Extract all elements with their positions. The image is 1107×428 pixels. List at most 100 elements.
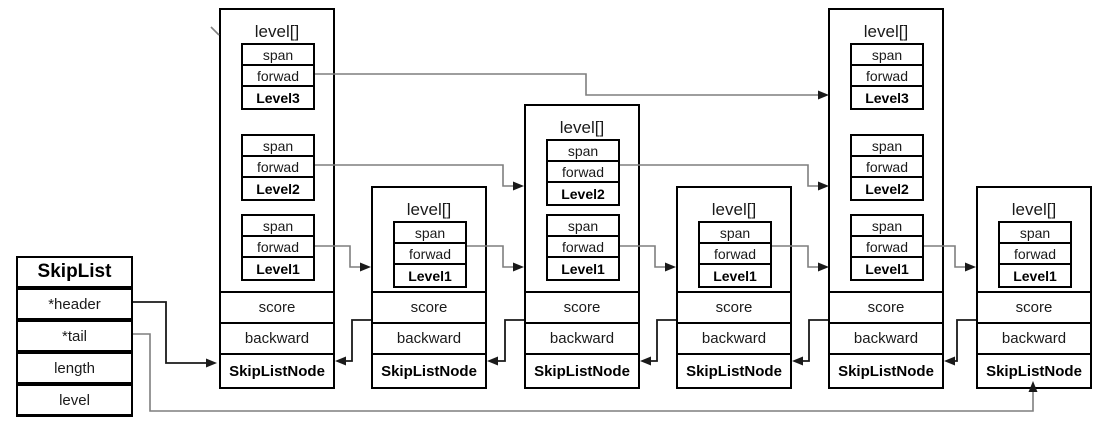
node-3-level1-name: Level1: [546, 256, 620, 281]
arrowhead-forward-level1-node3: [665, 262, 676, 272]
node-3-name: SkipListNode: [524, 353, 640, 389]
skiplist-field-tail: *tail: [16, 320, 133, 352]
node-1-level2-name: Level2: [241, 176, 315, 201]
arrowhead-forward-level1-node5: [965, 262, 976, 272]
node-4-level1-span: span: [698, 221, 772, 244]
node-5-level2-box: span forwad Level2: [850, 134, 924, 201]
node-6-level1-name: Level1: [998, 263, 1072, 288]
wire-backward-node3-node2: [498, 319, 524, 362]
arrowhead-backward-node6: [944, 356, 955, 366]
node-5-level1-box: span forwad Level1: [850, 214, 924, 281]
node-1-level3-forward: forwad: [241, 64, 315, 87]
node-4-level1-box: span forwad Level1: [698, 221, 772, 288]
node-5-level1-forward: forwad: [850, 235, 924, 258]
node-3-level2-name: Level2: [546, 181, 620, 206]
node-6-level1-span: span: [998, 221, 1072, 244]
node-6-level1-forward: forwad: [998, 242, 1072, 265]
node-6-backward: backward: [976, 322, 1092, 355]
skiplist-field-header: *header: [16, 288, 133, 320]
skiplist-struct-title: SkipList: [16, 256, 133, 288]
node-3-level1-forward: forwad: [546, 235, 620, 258]
node-5-level3-name: Level3: [850, 85, 924, 110]
wire-backward-node6-node5: [955, 319, 976, 362]
node-4-level1-forward: forwad: [698, 242, 772, 265]
node-4: level[] span forwad Level1 score backwar…: [676, 186, 792, 389]
node-2-name: SkipListNode: [371, 353, 487, 389]
wire-forward-level2-node3-node5: [620, 164, 818, 187]
arrowhead-forward-level1-node2: [513, 262, 524, 272]
node-5-level2-name: Level2: [850, 176, 924, 201]
node-5-score: score: [828, 291, 944, 324]
node-4-backward: backward: [676, 322, 792, 355]
node-5-level1-name: Level1: [850, 256, 924, 281]
wire-backward-node2-node1: [346, 319, 371, 362]
arrowhead-forward-level1-node1: [360, 262, 371, 272]
node-5-level2-span: span: [850, 134, 924, 157]
node-5-level3-box: span forwad Level3: [850, 43, 924, 110]
node-5-level1-span: span: [850, 214, 924, 237]
wire-backward-node5-node4: [803, 319, 828, 362]
node-1-level1-name: Level1: [241, 256, 315, 281]
node-2-level1-span: span: [393, 221, 467, 244]
node-3: level[] span forwad Level2 span forwad L…: [524, 104, 640, 389]
node-4-score: score: [676, 291, 792, 324]
node-3-level1-span: span: [546, 214, 620, 237]
arrowhead-forward-level2-node1: [513, 181, 524, 191]
skiplist-field-length: length: [16, 352, 133, 384]
node-1-level2-span: span: [241, 134, 315, 157]
node-3-level1-box: span forwad Level1: [546, 214, 620, 281]
node-4-name: SkipListNode: [676, 353, 792, 389]
node-5-level-array-label: level[]: [863, 22, 909, 41]
node-2: level[] span forwad Level1 score backwar…: [371, 186, 487, 389]
node-5-level3-span: span: [850, 43, 924, 66]
wire-backward-node4-node3: [651, 319, 676, 362]
wire-forward-level3-node1-node5: [315, 73, 818, 96]
arrowhead-backward-node3: [487, 356, 498, 366]
node-5: level[] span forwad Level3 span forwad L…: [828, 8, 944, 389]
node-6: level[] span forwad Level1 score backwar…: [976, 186, 1092, 389]
arrowhead-header: [206, 358, 217, 368]
node-3-level2-span: span: [546, 139, 620, 162]
arrowhead-backward-node4: [640, 356, 651, 366]
node-2-level-array-label: level[]: [406, 200, 452, 219]
node-2-level1-name: Level1: [393, 263, 467, 288]
skiplist-struct: SkipList *header *tail length level: [16, 256, 133, 417]
node-1-level1-forward: forwad: [241, 235, 315, 258]
node-2-level1-forward: forwad: [393, 242, 467, 265]
node-3-backward: backward: [524, 322, 640, 355]
node-2-score: score: [371, 291, 487, 324]
node-1-level3-name: Level3: [241, 85, 315, 110]
node-1: level[] span forwad Level3 span forwad L…: [219, 8, 335, 389]
wire-forward-level2-node1-node3: [315, 164, 513, 187]
node-1-corner-tick: [210, 26, 220, 36]
node-1-level-array-label: level[]: [254, 22, 300, 41]
node-6-level-array-label: level[]: [1011, 200, 1057, 219]
node-6-name: SkipListNode: [976, 353, 1092, 389]
node-5-backward: backward: [828, 322, 944, 355]
node-3-score: score: [524, 291, 640, 324]
node-1-level2-forward: forwad: [241, 155, 315, 178]
node-2-backward: backward: [371, 322, 487, 355]
node-6-score: score: [976, 291, 1092, 324]
node-5-level3-forward: forwad: [850, 64, 924, 87]
node-5-name: SkipListNode: [828, 353, 944, 389]
node-1-name: SkipListNode: [219, 353, 335, 389]
node-1-level3-span: span: [241, 43, 315, 66]
wire-header-to-node-1: [133, 301, 206, 364]
node-3-level-array-label: level[]: [559, 118, 605, 137]
arrowhead-backward-node2: [335, 356, 346, 366]
skiplist-field-level: level: [16, 384, 133, 416]
node-4-level1-name: Level1: [698, 263, 772, 288]
node-5-level2-forward: forwad: [850, 155, 924, 178]
node-1-level1-span: span: [241, 214, 315, 237]
node-2-level1-box: span forwad Level1: [393, 221, 467, 288]
node-1-score: score: [219, 291, 335, 324]
node-6-level1-box: span forwad Level1: [998, 221, 1072, 288]
node-1-backward: backward: [219, 322, 335, 355]
node-1-level2-box: span forwad Level2: [241, 134, 315, 201]
node-3-level2-forward: forwad: [546, 160, 620, 183]
node-1-level3-box: span forwad Level3: [241, 43, 315, 110]
node-1-level1-box: span forwad Level1: [241, 214, 315, 281]
node-3-level2-box: span forwad Level2: [546, 139, 620, 206]
